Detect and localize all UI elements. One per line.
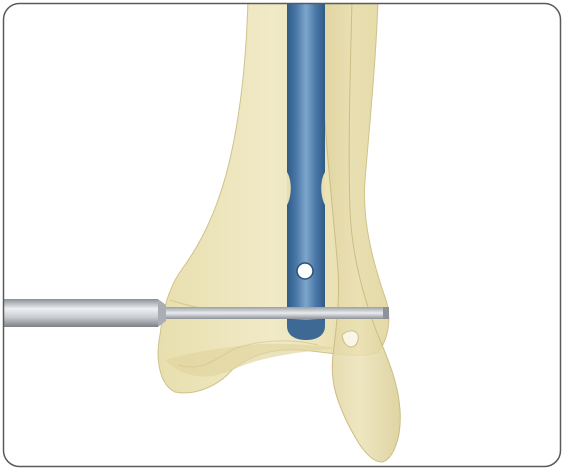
locking-hole	[297, 263, 313, 279]
locking-pin-tip	[383, 307, 389, 319]
locking-pin	[166, 307, 387, 319]
drill-sleeve	[0, 299, 158, 327]
